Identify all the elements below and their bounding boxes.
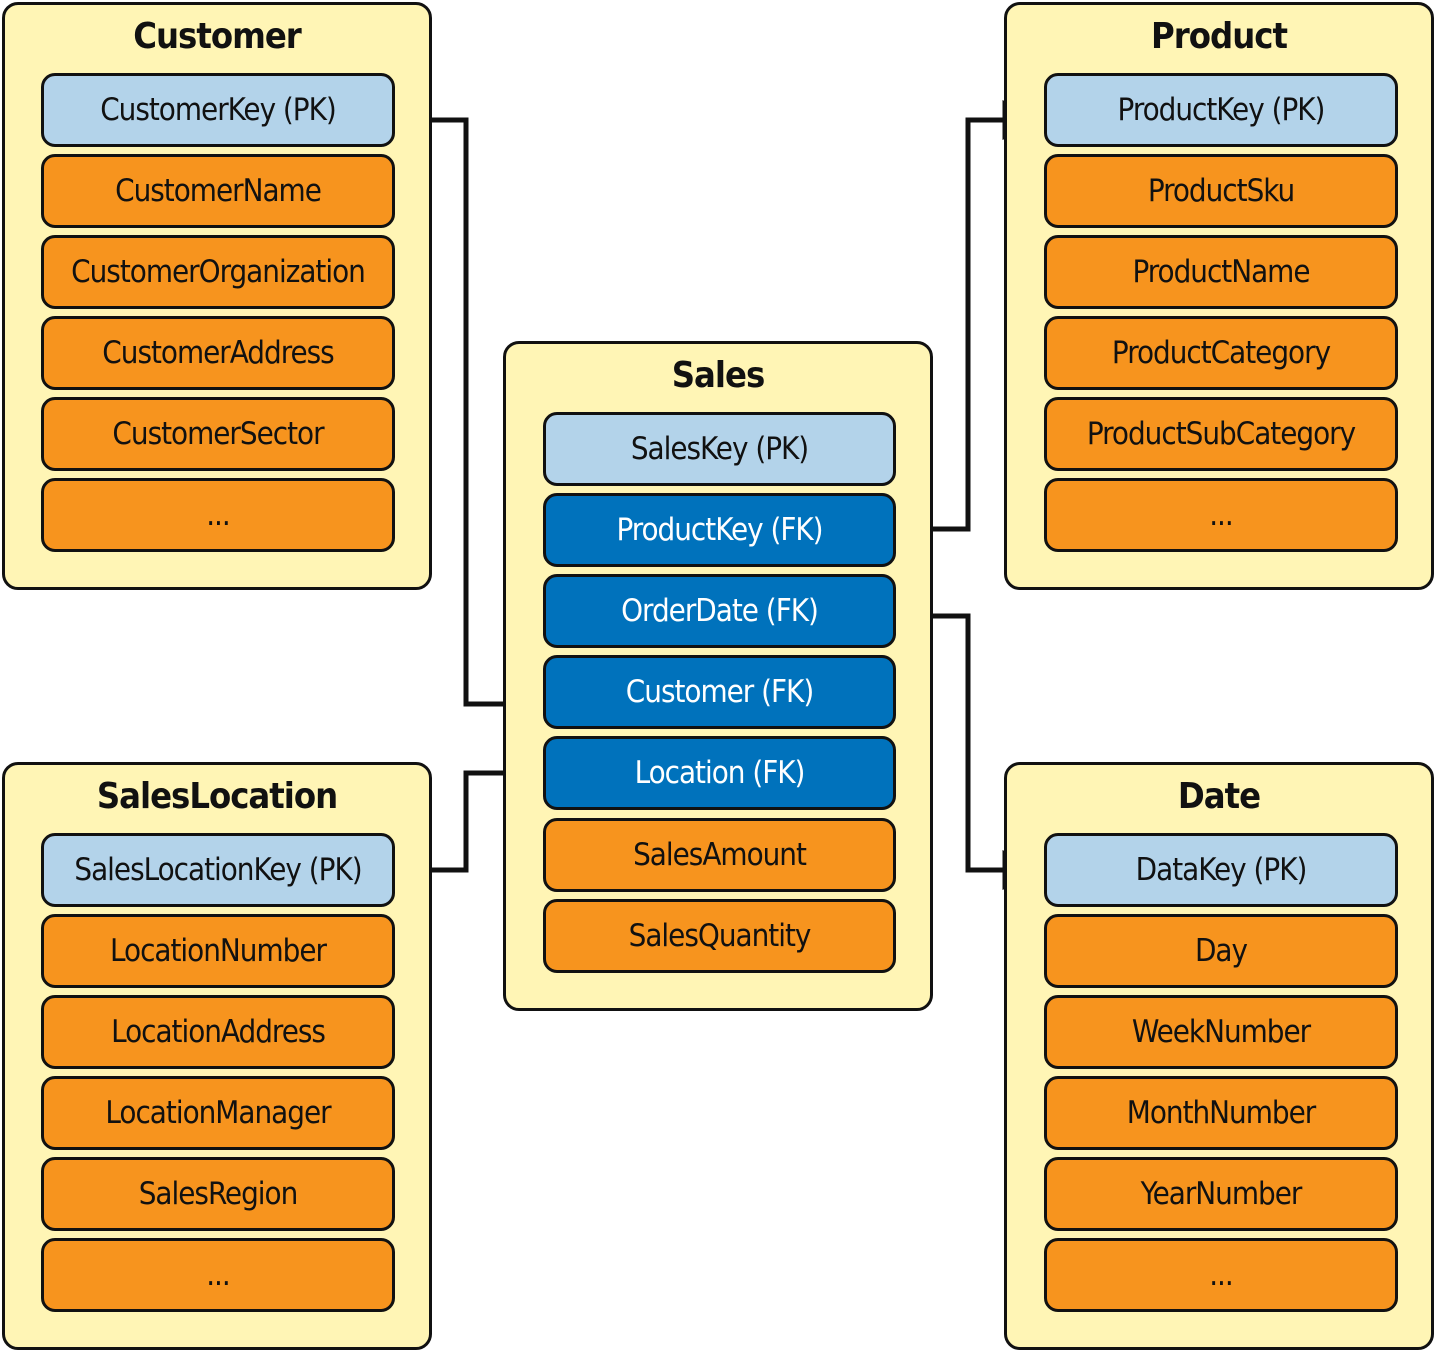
- saleslocation-table-title: SalesLocation: [96, 776, 338, 817]
- date-table-title: Date: [1177, 776, 1261, 817]
- sales-field-customer-fk: Customer (FK): [543, 655, 896, 729]
- sales-field-salesamount: SalesAmount: [543, 818, 896, 892]
- date-field-day: Day: [1044, 914, 1398, 988]
- date-field-ellipsis: ...: [1044, 1238, 1398, 1312]
- product-field-productkey: ProductKey (PK): [1044, 73, 1398, 147]
- product-field-productname: ProductName: [1044, 235, 1398, 309]
- date-field-monthnumber: MonthNumber: [1044, 1076, 1398, 1150]
- customer-field-customerorganization: CustomerOrganization: [41, 235, 395, 309]
- date-field-datakey: DataKey (PK): [1044, 833, 1398, 907]
- saleslocation-field-salesregion: SalesRegion: [41, 1157, 395, 1231]
- sales-field-location-fk: Location (FK): [543, 736, 896, 810]
- customer-table-title: Customer: [133, 16, 302, 57]
- date-table: Date DataKey (PK) Day WeekNumber MonthNu…: [1004, 762, 1434, 1350]
- saleslocation-field-locationnumber: LocationNumber: [41, 914, 395, 988]
- customer-field-customerkey: CustomerKey (PK): [41, 73, 395, 147]
- date-field-weeknumber: WeekNumber: [1044, 995, 1398, 1069]
- customer-field-customersector: CustomerSector: [41, 397, 395, 471]
- product-table-title: Product: [1151, 16, 1288, 57]
- sales-field-salesquantity: SalesQuantity: [543, 899, 896, 973]
- product-field-productsku: ProductSku: [1044, 154, 1398, 228]
- sales-field-saleskey: SalesKey (PK): [543, 412, 896, 486]
- saleslocation-field-ellipsis: ...: [41, 1238, 395, 1312]
- customer-field-customername: CustomerName: [41, 154, 395, 228]
- product-field-productsubcategory: ProductSubCategory: [1044, 397, 1398, 471]
- saleslocation-field-locationmanager: LocationManager: [41, 1076, 395, 1150]
- sales-table: Sales SalesKey (PK) ProductKey (FK) Orde…: [503, 341, 933, 1011]
- sales-field-productkey-fk: ProductKey (FK): [543, 493, 896, 567]
- product-field-ellipsis: ...: [1044, 478, 1398, 552]
- sales-table-title: Sales: [671, 355, 766, 396]
- customer-field-ellipsis: ...: [41, 478, 395, 552]
- saleslocation-table: SalesLocation SalesLocationKey (PK) Loca…: [2, 762, 432, 1350]
- date-field-yearnumber: YearNumber: [1044, 1157, 1398, 1231]
- product-field-productcategory: ProductCategory: [1044, 316, 1398, 390]
- sales-field-orderdate-fk: OrderDate (FK): [543, 574, 896, 648]
- customer-field-customeraddress: CustomerAddress: [41, 316, 395, 390]
- saleslocation-field-saleslocationkey: SalesLocationKey (PK): [41, 833, 395, 907]
- saleslocation-field-locationaddress: LocationAddress: [41, 995, 395, 1069]
- customer-table: Customer CustomerKey (PK) CustomerName C…: [2, 2, 432, 590]
- product-table: Product ProductKey (PK) ProductSku Produ…: [1004, 2, 1434, 590]
